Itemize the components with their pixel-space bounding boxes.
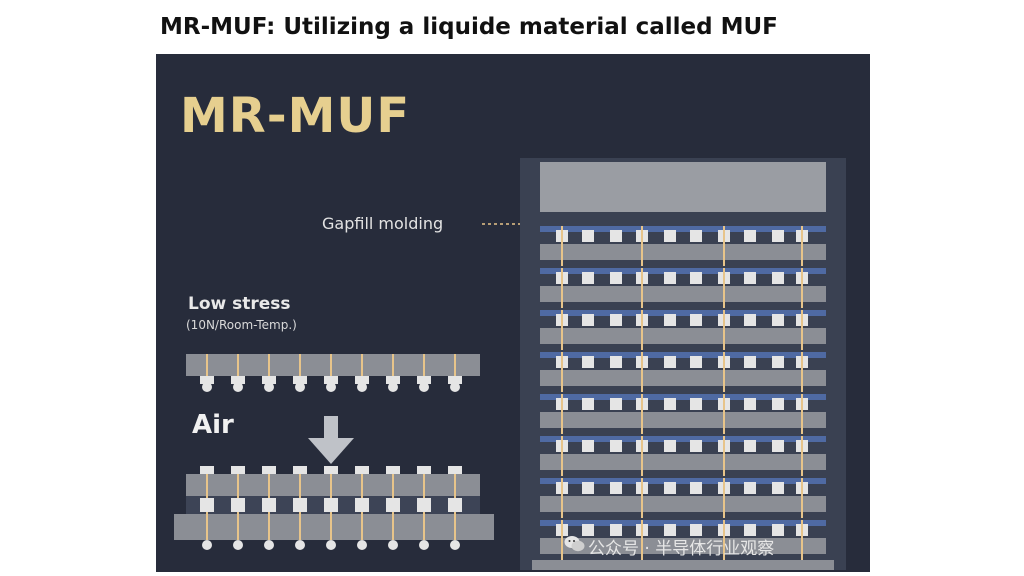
- solder-bump: [417, 354, 431, 392]
- top-cap-die: [540, 162, 826, 212]
- solder-bump: [355, 354, 369, 392]
- solder-joint: [386, 466, 400, 550]
- base-die: [532, 560, 834, 570]
- stacked-dram-die: [540, 352, 826, 392]
- solder-bump: [231, 354, 245, 392]
- hbm-stack: [520, 158, 846, 570]
- down-arrow-icon: [308, 416, 354, 464]
- solder-joint: [417, 466, 431, 550]
- solder-bump: [386, 354, 400, 392]
- stacked-dram-die: [540, 520, 826, 560]
- solder-joint: [324, 466, 338, 550]
- stacked-dram-die: [540, 268, 826, 308]
- solder-bump: [448, 354, 462, 392]
- low-stress-condition: (10N/Room-Temp.): [186, 318, 297, 332]
- wechat-icon: [564, 536, 585, 552]
- solder-bump: [262, 354, 276, 392]
- gapfill-molding-label: Gapfill molding: [322, 214, 444, 233]
- stacked-dram-die: [540, 226, 826, 266]
- stacked-dram-die: [540, 436, 826, 476]
- diagram-title: MR-MUF: [180, 88, 411, 144]
- stacked-dram-die: [540, 394, 826, 434]
- solder-joint: [293, 466, 307, 550]
- solder-joint: [355, 466, 369, 550]
- stacked-dram-die: [540, 310, 826, 350]
- chip-stack-illustration: [174, 158, 846, 570]
- air-label: Air: [192, 410, 234, 440]
- solder-joint: [448, 466, 462, 550]
- solder-bump: [324, 354, 338, 392]
- top-die-before-bonding: [186, 354, 480, 392]
- solder-bump: [293, 354, 307, 392]
- slide-title: MR-MUF: Utilizing a liquide material cal…: [160, 14, 778, 40]
- solder-bump: [200, 354, 214, 392]
- low-stress-label: Low stress: [188, 294, 291, 314]
- solder-joint: [200, 466, 214, 550]
- stacked-dram-die: [540, 478, 826, 518]
- watermark-text: 公众号 · 半导体行业观察: [588, 539, 775, 559]
- bonded-die-pair: [174, 466, 494, 550]
- solder-joint: [262, 466, 276, 550]
- solder-joint: [231, 466, 245, 550]
